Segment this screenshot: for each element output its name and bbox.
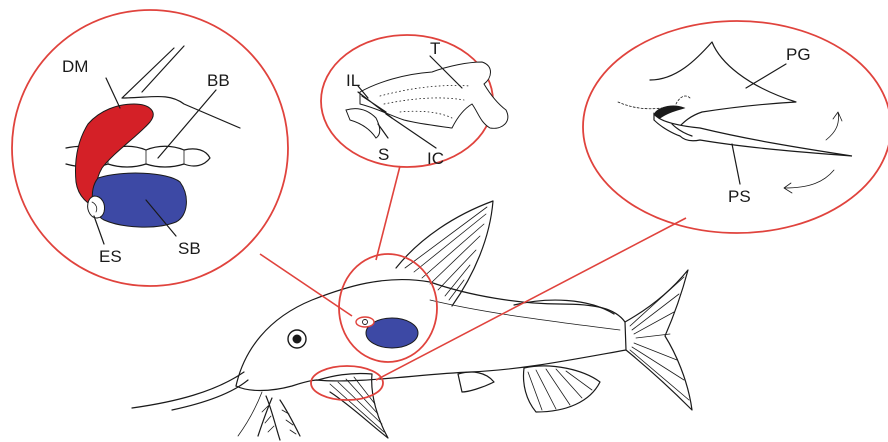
tripus-bone <box>360 62 508 128</box>
leader-es <box>94 216 104 244</box>
label-t: T <box>430 39 440 58</box>
connector-middle <box>376 166 400 260</box>
label-sb: SB <box>178 239 201 258</box>
label-pg: PG <box>786 45 811 64</box>
pectoral-spine <box>654 114 852 156</box>
pelvic-fin <box>458 372 494 392</box>
elastic-spring-small-ring <box>356 317 374 327</box>
skull-outline-2 <box>142 46 184 92</box>
label-dm: DM <box>62 57 88 76</box>
rotation-arrow-up <box>826 112 842 140</box>
leader-dm <box>106 78 120 108</box>
inset-middle: T IL S IC <box>346 39 508 168</box>
label-il: IL <box>346 71 360 90</box>
anal-fin <box>524 366 601 412</box>
barbel-chin <box>238 392 262 436</box>
leader-pg <box>746 64 786 88</box>
pectoral-fin-rays <box>330 377 384 432</box>
caudal-fin <box>625 270 692 410</box>
rotation-arrow-down <box>784 170 834 193</box>
spine-socket <box>654 106 684 118</box>
leader-bb <box>158 90 216 158</box>
label-ic: IC <box>427 149 444 168</box>
label-s: S <box>378 145 389 164</box>
connector-right <box>376 218 686 380</box>
pectoral-girdle <box>650 42 796 126</box>
anal-fin-rays <box>528 369 592 410</box>
scaphium-bone <box>346 109 380 138</box>
vertebra-lines <box>108 150 184 164</box>
inset-right: PG PS <box>618 42 852 206</box>
head-outline <box>236 380 318 391</box>
label-es: ES <box>99 247 122 266</box>
barbel-long <box>132 372 244 408</box>
dorsal-fin <box>396 201 493 306</box>
pectoral-fin <box>318 373 388 438</box>
body-outline-upper <box>236 280 625 386</box>
label-bb: BB <box>207 71 230 90</box>
elastic-spring <box>88 196 105 218</box>
dorsal-fin-rays <box>405 207 487 300</box>
pelvic-fringed-fin <box>258 396 300 440</box>
eye-pupil <box>293 335 302 344</box>
catfish-illustration <box>132 201 692 440</box>
inset-left: DM BB ES SB <box>62 46 240 266</box>
adipose-fin <box>514 300 614 314</box>
label-ps: PS <box>728 187 751 206</box>
swim-bladder <box>92 173 186 227</box>
leader-ps <box>732 144 740 184</box>
